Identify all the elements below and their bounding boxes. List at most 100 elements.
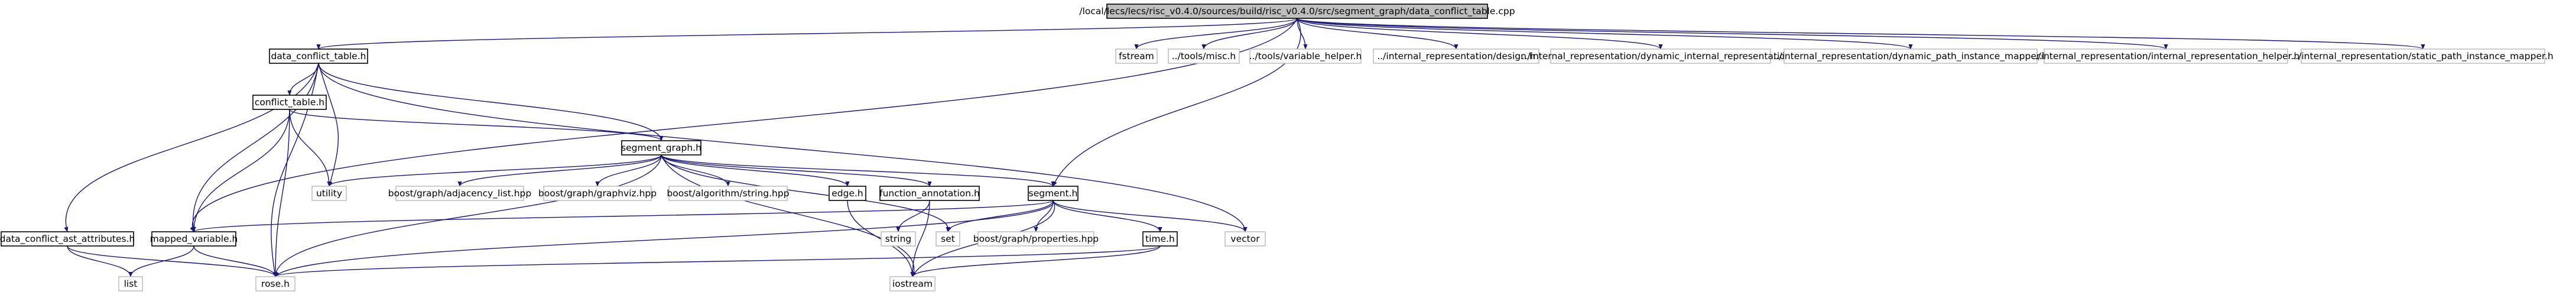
node-ir-dynamic-internal: ../internal_representation/dynamic_inter…	[1522, 48, 1800, 64]
node-edge-h[interactable]: edge.h	[829, 186, 866, 201]
edge-root-to-tools-variable-helper	[1297, 18, 1308, 50]
node-label: fstream	[1119, 51, 1154, 61]
edge-segment-h-to-time-h	[1053, 200, 1162, 232]
node-box	[151, 231, 236, 247]
edge-root-to-ir-dynamic-path-instance-mapper	[1297, 18, 1913, 50]
edge-segment-graph-h-to-boost-graphviz	[595, 154, 662, 187]
edge-conflict-table-h-to-utility	[289, 109, 332, 187]
edge-data-conflict-table-h-to-utility	[318, 63, 339, 187]
node-conflict-table-h[interactable]: conflict_table.h	[252, 95, 327, 110]
node-label: segment.h	[1029, 188, 1078, 199]
node-segment-graph-h[interactable]: segment_graph.h	[621, 140, 701, 156]
edge-segment-graph-h-to-segment-h	[661, 154, 1055, 187]
node-label: ../internal_representation/dynamic_inter…	[1522, 51, 1800, 62]
node-label: boost/graph/graphviz.hpp	[538, 188, 657, 199]
edge-data-conflict-table-h-to-data-conflict-ast-attributes-h	[64, 63, 319, 232]
edge-data-conflict-table-h-to-segment-graph-h	[318, 63, 664, 141]
edge-root-to-data-conflict-table-h	[316, 18, 1298, 50]
node-label: ../tools/misc.h	[1172, 51, 1236, 61]
edge-mapped-variable-h-to-rose-h	[193, 245, 278, 277]
edge-segment-h-to-vector	[1053, 200, 1248, 232]
edge-data-conflict-ast-attributes-h-to-rose-h	[67, 245, 278, 277]
node-boost-properties: boost/graph/properties.hpp	[973, 231, 1099, 247]
node-box	[543, 186, 652, 201]
node-box	[1115, 48, 1158, 64]
node-box	[889, 276, 935, 291]
node-label: boost/graph/adjacency_list.hpp	[388, 188, 531, 199]
node-box	[1028, 186, 1079, 201]
node-box	[621, 140, 701, 156]
edge-segment-graph-h-to-set	[661, 154, 951, 232]
node-label: segment_graph.h	[621, 142, 701, 154]
node-label: string	[885, 234, 912, 244]
node-label: mapped_variable.h	[150, 234, 238, 245]
node-root[interactable]: /local/lecs/lecs/risc_v0.4.0/sources/bui…	[1079, 4, 1515, 19]
node-label: ../internal_representation/dynamic_path_…	[1773, 51, 2048, 62]
edge-time-h-to-rose-h	[273, 245, 1161, 277]
node-boost-string: boost/algorithm/string.hpp	[667, 186, 790, 201]
edge-root-to-ir-static-path-instance-mapper	[1297, 18, 2425, 50]
node-tools-variable-helper: ../tools/variable_helper.h	[1249, 48, 1362, 64]
node-label: ../internal_representation/internal_repr…	[2032, 51, 2300, 62]
edge-function-annotation-h-to-iostream	[910, 200, 930, 277]
edge-conflict-table-h-to-segment-graph-h	[289, 109, 664, 141]
node-ir-internal-helper: ../internal_representation/internal_repr…	[2032, 48, 2300, 64]
node-vector: vector	[1224, 231, 1266, 247]
node-boost-graphviz: boost/graph/graphviz.hpp	[538, 186, 657, 201]
node-segment-h[interactable]: segment.h	[1028, 186, 1079, 201]
node-label: /local/lecs/lecs/risc_v0.4.0/sources/bui…	[1079, 6, 1515, 17]
node-utility: utility	[311, 186, 347, 201]
edge-time-h-to-iostream	[910, 245, 1161, 277]
node-label: set	[941, 234, 955, 244]
node-label: data_conflict_table.h	[271, 51, 366, 62]
node-set: set	[935, 231, 960, 247]
node-tools-misc: ../tools/misc.h	[1168, 48, 1240, 64]
node-box	[269, 48, 368, 64]
edge-data-conflict-table-h-to-vector	[318, 63, 1248, 232]
edge-segment-h-to-mapped-variable-h	[191, 200, 1054, 232]
node-data-conflict-table-h[interactable]: data_conflict_table.h	[269, 48, 368, 64]
edge-root-to-ir-internal-helper	[1297, 18, 2168, 50]
node-box	[881, 231, 916, 247]
node-label: ../internal_representation/design.h	[1377, 51, 1535, 62]
node-box	[1784, 48, 2038, 64]
node-box	[1, 231, 134, 247]
edge-data-conflict-table-h-to-mapped-variable-h	[191, 63, 319, 232]
node-box	[1142, 231, 1178, 247]
edge-segment-graph-h-to-utility	[327, 154, 662, 187]
node-time-h[interactable]: time.h	[1142, 231, 1178, 247]
node-label: ../internal_representation/static_path_i…	[2292, 51, 2553, 62]
file-nodes: /local/lecs/lecs/risc_v0.4.0/sources/bui…	[0, 4, 2554, 291]
node-string: string	[881, 231, 916, 247]
node-label: conflict_table.h	[255, 97, 324, 108]
node-box	[668, 186, 788, 201]
node-box	[1224, 231, 1266, 247]
node-label: edge.h	[831, 188, 863, 199]
node-ir-static-path-instance-mapper: ../internal_representation/static_path_i…	[2292, 48, 2554, 64]
node-boost-adjacency-list: boost/graph/adjacency_list.hpp	[388, 186, 531, 201]
node-box	[2301, 48, 2545, 64]
edge-segment-h-to-set	[946, 200, 1054, 232]
edge-root-to-ir-dynamic-internal	[1297, 18, 1663, 50]
edge-root-to-ir-design	[1297, 18, 1458, 50]
node-label: boost/algorithm/string.hpp	[667, 188, 789, 199]
node-label: list	[124, 278, 138, 289]
node-data-conflict-ast-attributes-h[interactable]: data_conflict_ast_attributes.h	[0, 231, 135, 247]
node-rose-h: rose.h	[255, 276, 295, 291]
edge-segment-graph-h-to-rose-h	[273, 154, 662, 277]
node-label: vector	[1230, 234, 1260, 244]
node-list: list	[118, 276, 143, 291]
edge-function-annotation-h-to-string	[896, 200, 930, 232]
node-mapped-variable-h[interactable]: mapped_variable.h	[150, 231, 238, 247]
edge-segment-h-to-rose-h	[275, 200, 1054, 277]
node-ir-design: ../internal_representation/design.h	[1373, 48, 1539, 64]
node-box	[879, 186, 980, 201]
node-function-annotation-h[interactable]: function_annotation.h	[879, 186, 980, 201]
node-label: ../tools/variable_helper.h	[1249, 51, 1362, 62]
edge-mapped-variable-h-to-list	[128, 245, 194, 277]
node-label: boost/graph/properties.hpp	[973, 234, 1099, 244]
node-iostream: iostream	[889, 276, 935, 291]
node-label: rose.h	[261, 278, 290, 289]
node-box	[395, 186, 524, 201]
